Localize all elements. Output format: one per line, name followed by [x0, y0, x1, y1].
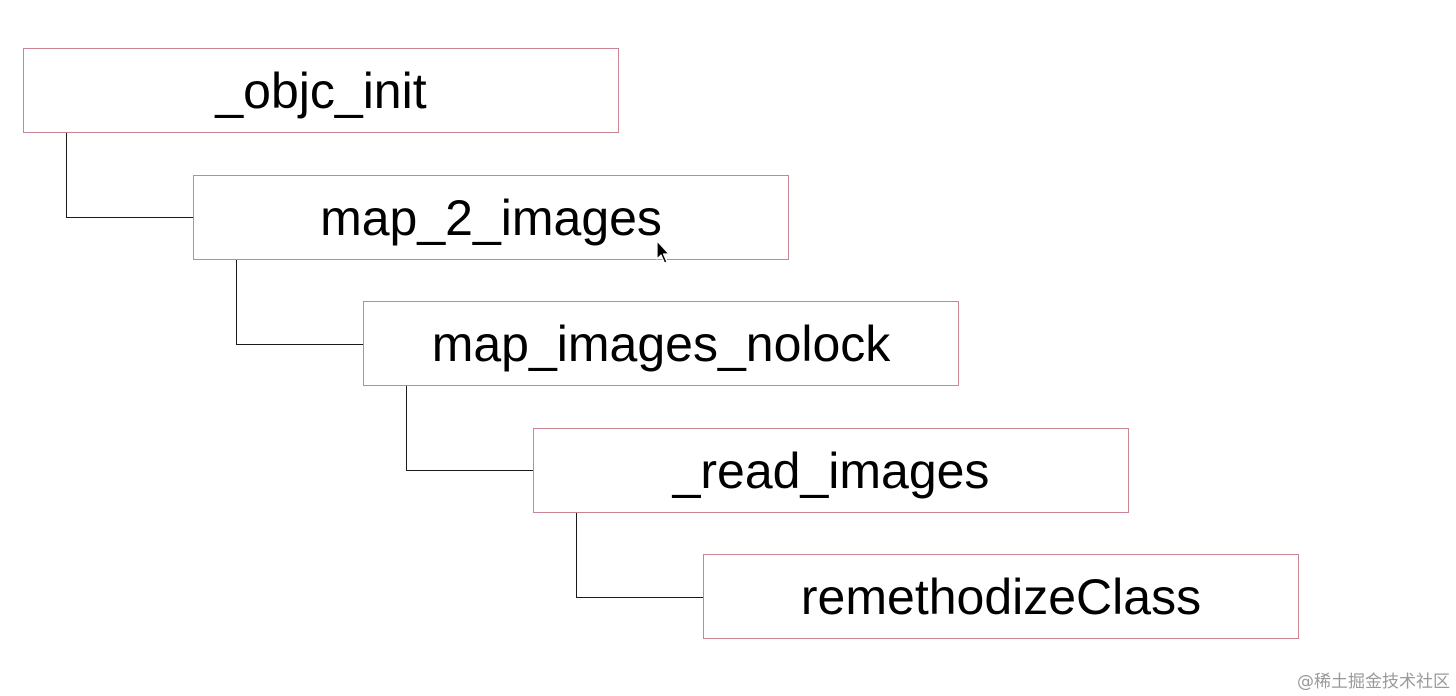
- connector-objc-init-to-map-2-images: [66, 132, 194, 218]
- watermark-text: @稀土掘金技术社区: [1297, 672, 1450, 692]
- node-remethodize-class: remethodizeClass: [703, 554, 1299, 639]
- connector-map-2-images-to-map-images-nolock: [236, 259, 364, 345]
- connector-map-images-nolock-to-read-images: [406, 385, 534, 471]
- node-map-images-nolock: map_images_nolock: [363, 301, 959, 386]
- node-map-2-images: map_2_images: [193, 175, 789, 260]
- node-objc-init: _objc_init: [23, 48, 619, 133]
- node-read-images: _read_images: [533, 428, 1129, 513]
- connector-read-images-to-remethodize-class: [576, 512, 704, 598]
- mouse-pointer-icon: [656, 240, 670, 264]
